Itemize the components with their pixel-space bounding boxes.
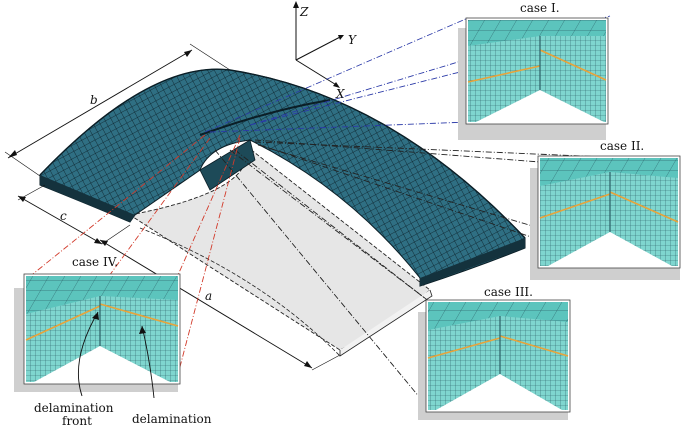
inset-case-2: case II.: [530, 139, 681, 280]
case-2-label: case II.: [600, 139, 644, 153]
dimension-c: c: [17, 184, 131, 245]
coordinate-axes: Z Y X: [293, 1, 357, 101]
axis-y-label: Y: [348, 33, 357, 47]
annotation-delamination: delamination: [132, 325, 212, 426]
axis-z-label: Z: [299, 5, 309, 19]
leader-lines-case2: [254, 139, 676, 269]
dimension-b-label: b: [90, 93, 98, 107]
dimension-a-label: a: [205, 289, 212, 303]
inset-case-1: case I.: [458, 1, 609, 140]
axis-x-label: X: [335, 87, 345, 101]
dimension-b: b: [4, 43, 231, 177]
inset-case-4: case IV.: [14, 255, 181, 392]
case-3-label: case III.: [484, 285, 533, 299]
dimension-c-label: c: [60, 209, 67, 223]
case-4-label: case IV.: [72, 255, 118, 269]
delamination-front-label-line2: front: [62, 414, 92, 428]
dimension-a: a: [99, 239, 341, 371]
inset-case-3: case III.: [418, 285, 571, 420]
case-1-label: case I.: [520, 1, 560, 15]
annotation-delamination-front: delamination front: [34, 311, 114, 428]
delamination-label: delamination: [132, 412, 212, 426]
delamination-front-label-line1: delamination: [34, 401, 114, 415]
